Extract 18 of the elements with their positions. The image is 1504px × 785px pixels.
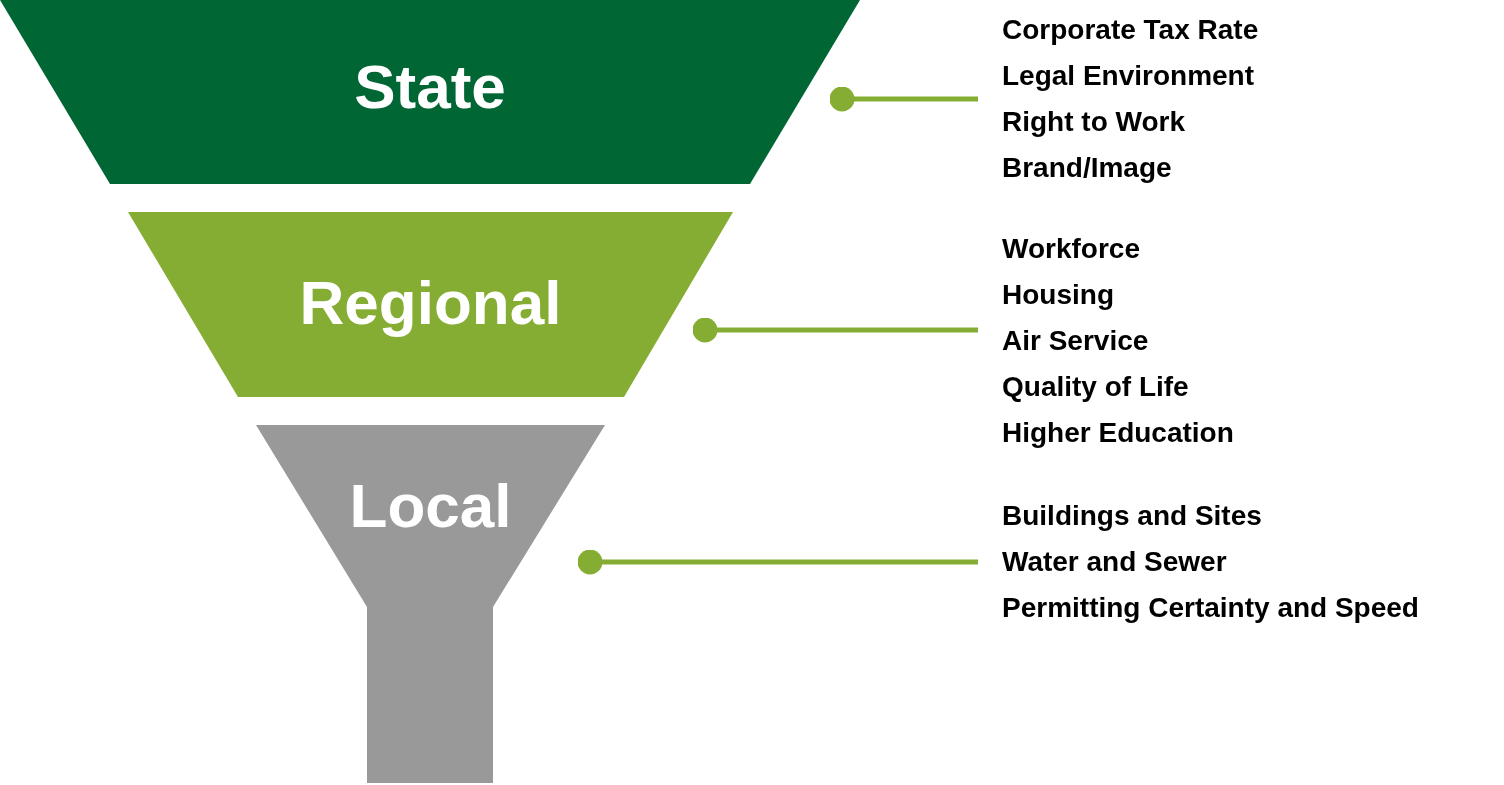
factor-text: Corporate Tax Rate — [1002, 13, 1259, 47]
funnel-label: Regional — [299, 268, 562, 338]
factor-text: Buildings and Sites — [1002, 499, 1263, 533]
factor-text: Permitting Certainty and Speed — [1002, 591, 1419, 625]
factor-text: Workforce — [1002, 232, 1141, 266]
factor-text: Higher Education — [1002, 416, 1234, 450]
funnel-label: Local — [349, 471, 512, 541]
factor-text: Housing — [1002, 278, 1115, 312]
leader-line — [692, 317, 978, 343]
factor-text: Water and Sewer — [1002, 545, 1228, 579]
factor-text: Quality of Life — [1002, 370, 1190, 404]
leader-line — [829, 86, 978, 112]
factor-text: Brand/Image — [1002, 151, 1173, 185]
funnel-label: State — [354, 52, 506, 122]
factor-text: Right to Work — [1002, 105, 1186, 139]
factor-text: Air Service — [1002, 324, 1150, 358]
leader-line — [577, 549, 978, 575]
factor-text: Legal Environment — [1002, 59, 1256, 93]
